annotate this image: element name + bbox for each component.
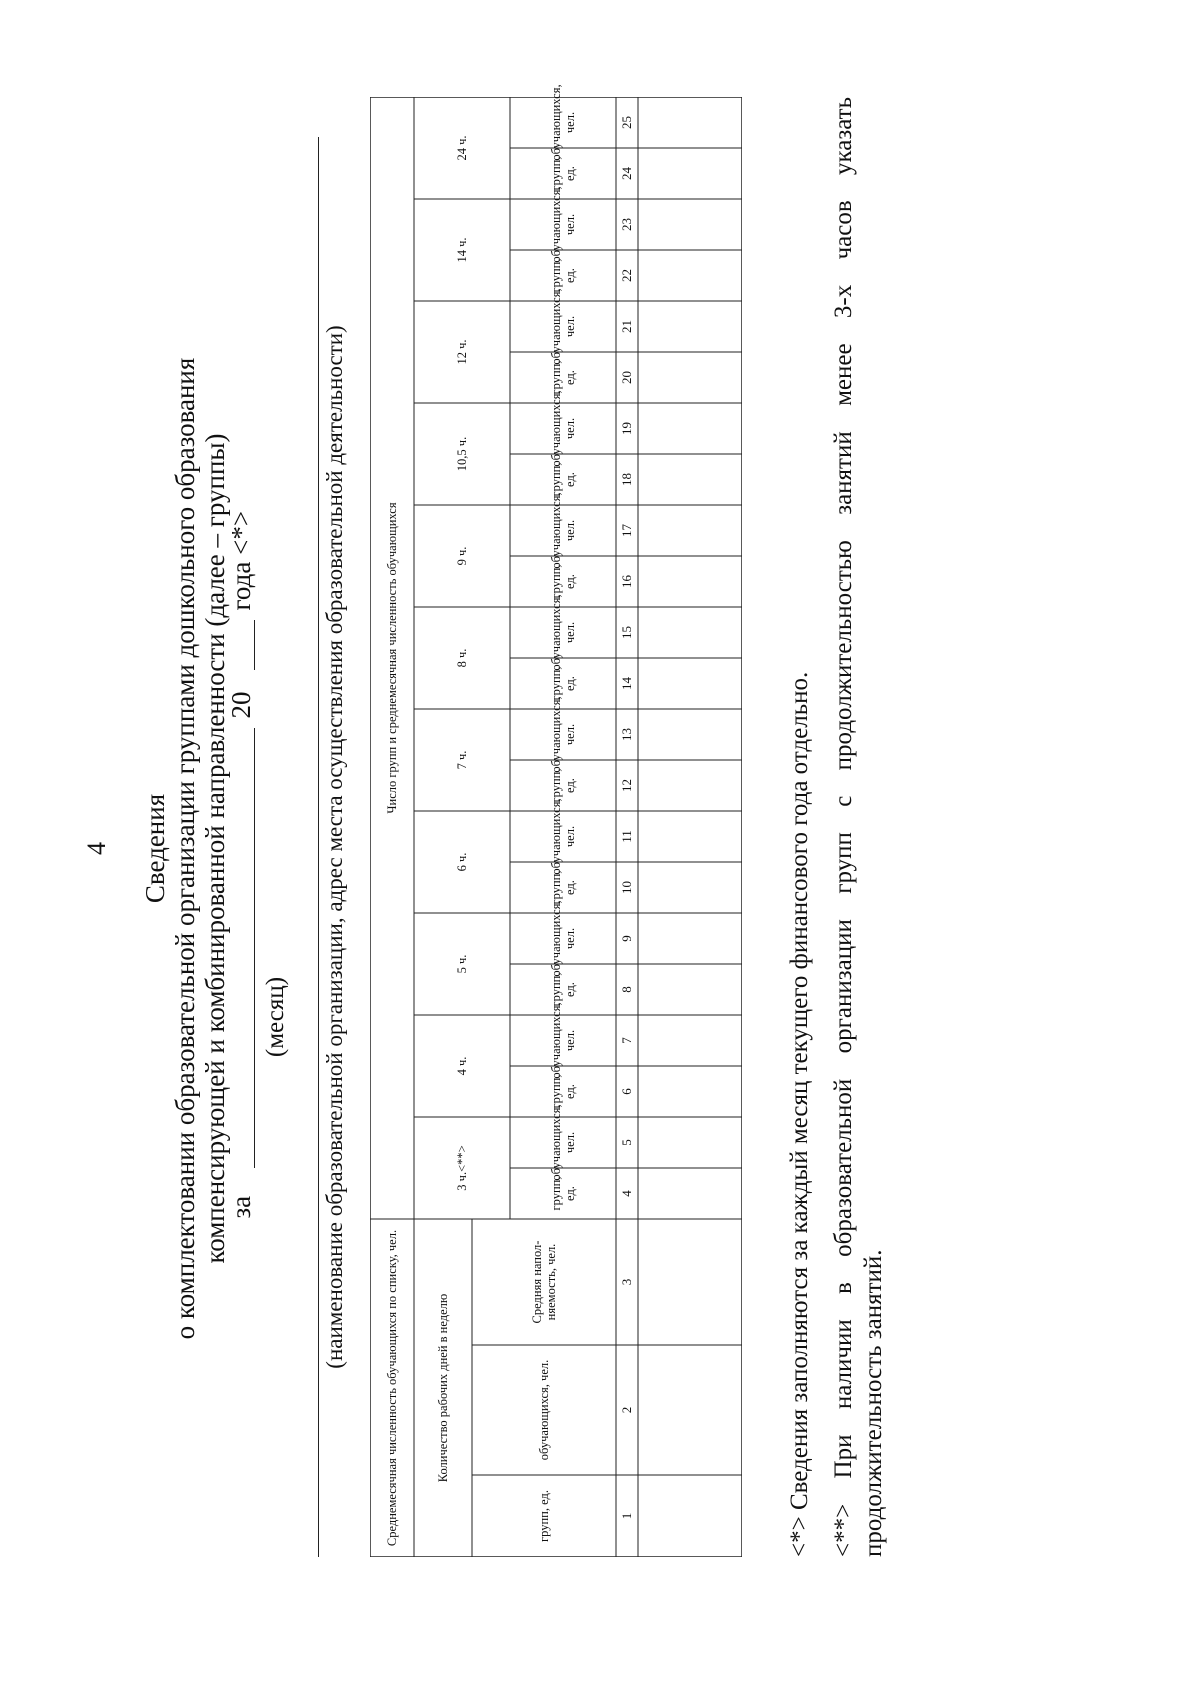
column-number: 8 xyxy=(618,986,634,993)
column-number: 22 xyxy=(618,269,634,282)
header-workdays: Количество рабочих дней в неделю xyxy=(435,1293,450,1483)
column-number: 20 xyxy=(618,371,634,384)
header-sub-students: обучающихся, чел. xyxy=(548,84,577,161)
column-number: 12 xyxy=(618,779,634,792)
column-number: 9 xyxy=(618,935,634,942)
header-sub-students: обучающихся, чел. xyxy=(548,1002,577,1079)
header-groups: групп, ед. xyxy=(536,1490,551,1542)
column-number: 21 xyxy=(618,320,634,333)
column-number: 1 xyxy=(618,1512,634,1520)
column-number: 6 xyxy=(618,1088,634,1095)
header-sub-students: обучающихся, чел. xyxy=(548,390,577,467)
header-sub-students: обучающихся, чел. xyxy=(548,696,577,773)
column-number: 2 xyxy=(618,1406,634,1414)
year-suffix: года <*> xyxy=(226,510,256,611)
column-number: 5 xyxy=(618,1139,634,1146)
column-number: 18 xyxy=(618,473,634,486)
footnote-1: <*> Сведения заполняются за каждый месяц… xyxy=(786,671,813,1557)
column-number: 13 xyxy=(618,728,634,741)
header-hours: 10,5 ч. xyxy=(454,436,469,472)
header-hours: 6 ч. xyxy=(454,852,469,872)
header-sub-students: обучающихся, чел. xyxy=(548,1104,577,1181)
header-hours: 3 ч.<**> xyxy=(454,1145,469,1191)
column-number: 4 xyxy=(618,1190,634,1197)
org-name-blank xyxy=(318,137,319,1557)
column-number: 11 xyxy=(618,830,634,843)
header-hours: 5 ч. xyxy=(454,954,469,974)
header-hours: 24 ч. xyxy=(454,135,469,161)
month-blank xyxy=(254,728,255,1169)
header-groups-and-students: Число групп и среднемесячная численность… xyxy=(384,502,399,814)
header-hours: 14 ч. xyxy=(454,237,469,263)
period-label: за xyxy=(226,1195,256,1219)
header-sub-students: обучающихся, чел. xyxy=(548,594,577,671)
period-line: за 20 года <*> xyxy=(226,0,258,1697)
header-hours: 12 ч. xyxy=(454,339,469,365)
header-avg-fill: Средняя напол- няемость, чел. xyxy=(529,1240,558,1324)
header-sub-students: обучающихся, чел. xyxy=(548,798,577,875)
header-hours: 4 ч. xyxy=(454,1056,469,1076)
table-grid xyxy=(370,97,742,1557)
header-hours: 7 ч. xyxy=(454,750,469,770)
document-title-line-2: о комплектовании образовательной организ… xyxy=(170,357,200,1340)
column-number: 14 xyxy=(618,677,634,690)
column-number: 10 xyxy=(618,881,634,894)
header-sub-students: обучающихся, чел. xyxy=(548,186,577,263)
header-avg-enrollment: Среднемесячная численность обучающихся п… xyxy=(384,1229,399,1547)
document-title: Сведения xyxy=(140,793,170,904)
page-number: 4 xyxy=(82,842,111,855)
header-hours: 8 ч. xyxy=(454,648,469,668)
header-sub-students: обучающихся, чел. xyxy=(548,288,577,365)
year-prefix: 20 xyxy=(226,691,256,719)
data-table: Среднемесячная численность обучающихся п… xyxy=(370,84,742,1557)
column-number: 7 xyxy=(618,1037,634,1044)
header-sub-students: обучающихся, чел. xyxy=(548,492,577,569)
header-students: обучающихся, чел. xyxy=(536,1359,551,1461)
column-number: 17 xyxy=(618,524,634,537)
column-number: 19 xyxy=(618,422,634,435)
column-number: 25 xyxy=(618,116,634,129)
month-caption: (месяц) xyxy=(262,976,289,1058)
footnote-2: <**> При наличии в образовательной орган… xyxy=(830,97,857,1557)
column-number: 16 xyxy=(618,575,634,588)
year-blank xyxy=(254,620,255,671)
footnote-2-continuation: продолжительность занятий. xyxy=(860,1249,887,1557)
column-number: 24 xyxy=(618,167,634,180)
column-number: 23 xyxy=(618,218,634,231)
header-sub-students: обучающихся, чел. xyxy=(548,900,577,977)
column-number: 3 xyxy=(618,1278,634,1286)
org-caption: (наименование образовательной организаци… xyxy=(322,325,347,1369)
column-number: 15 xyxy=(618,626,634,639)
header-hours: 9 ч. xyxy=(454,546,469,566)
